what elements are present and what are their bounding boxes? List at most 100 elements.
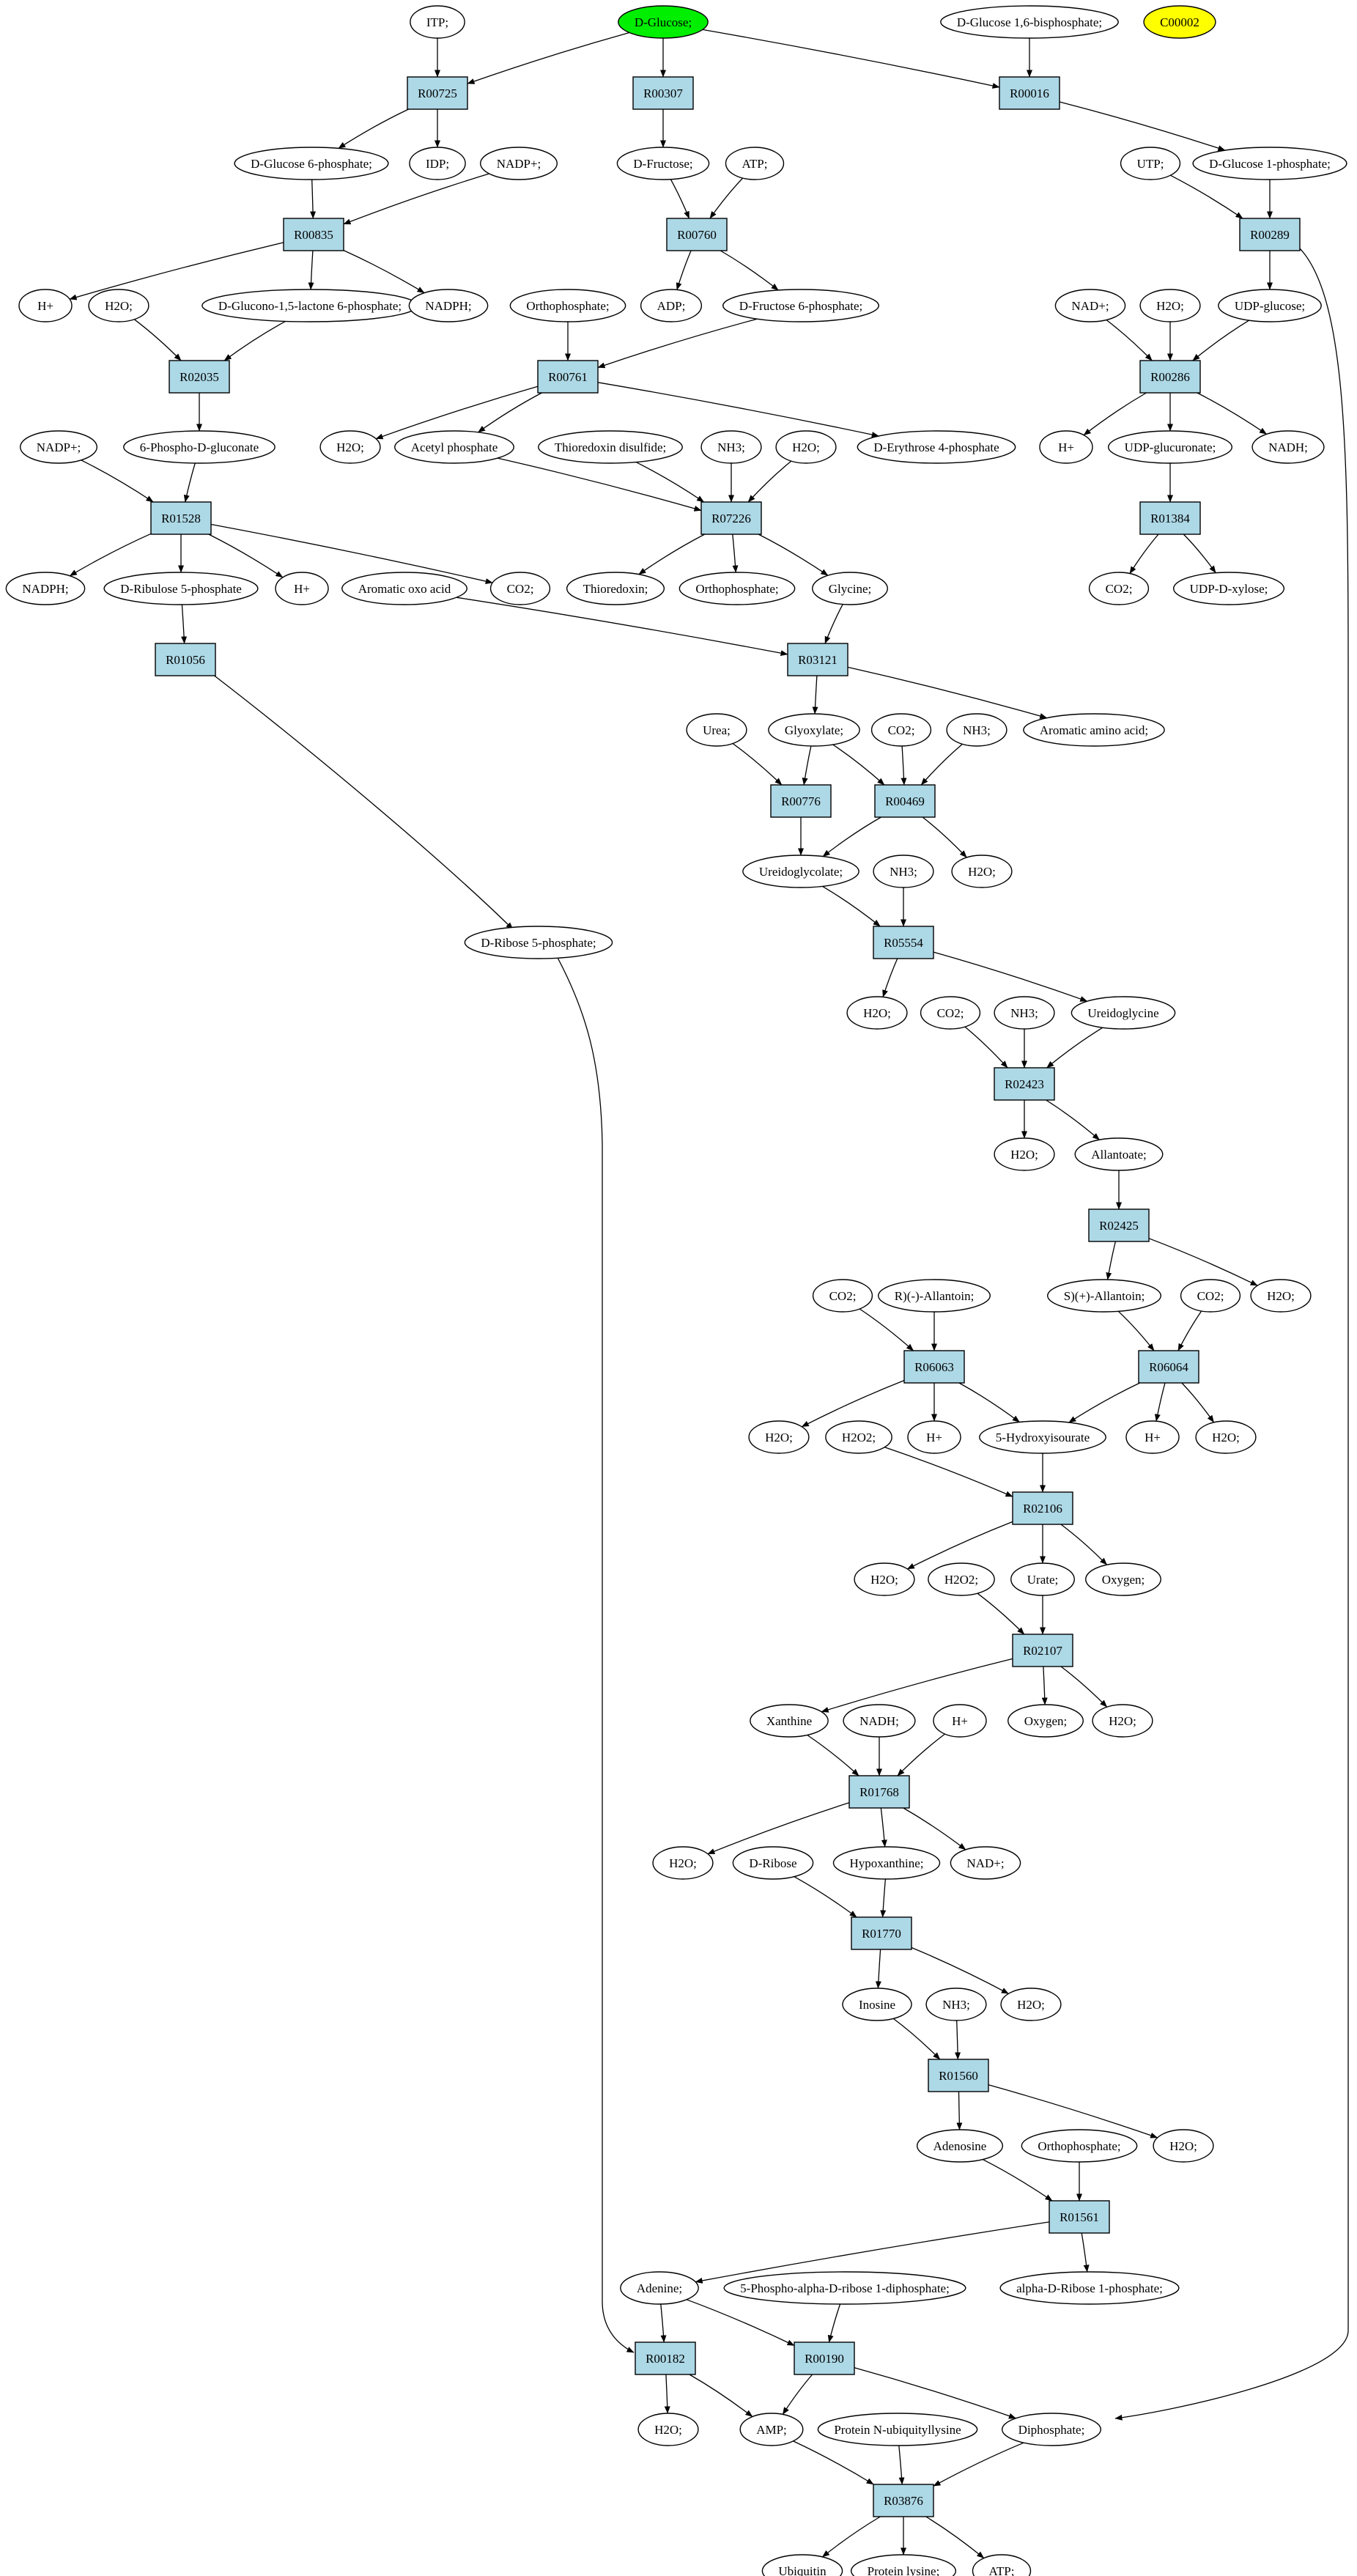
compound-node-c-diphosphate: Diphosphate; [1001, 2413, 1102, 2446]
compound-node-c-rallantoin: R)(-)-Allantoin; [878, 1279, 991, 1313]
node-label: R00016 [1010, 86, 1049, 100]
compound-ellipse [1023, 713, 1165, 747]
node-label: alpha-D-Ribose 1-phosphate; [1016, 2281, 1163, 2295]
reaction-node-r03876: R03876 [873, 2484, 934, 2517]
edge-c-nad1-to-r00286 [1106, 319, 1153, 361]
node-label: NAD+; [966, 1856, 1004, 1870]
node-label: Orthophosphate; [695, 582, 778, 596]
node-label: UDP-D-xylose; [1190, 582, 1268, 596]
node-label: R02423 [1005, 1077, 1044, 1091]
compound-ellipse [88, 289, 149, 322]
edge-r01560-to-c-adenosine [956, 2091, 963, 2130]
node-label: Urate; [1027, 1573, 1058, 1587]
node-label: R03121 [798, 653, 838, 667]
compound-ellipse [1092, 1704, 1153, 1738]
compound-ellipse [678, 572, 796, 605]
node-label: R00289 [1250, 228, 1290, 242]
node-label: H2O; [1212, 1431, 1240, 1444]
edge-c-glucose-to-r00725 [467, 32, 630, 84]
reaction-node-r01768: R01768 [848, 1775, 910, 1809]
compound-ellipse [873, 855, 934, 888]
node-label: CO2; [829, 1289, 857, 1303]
compound-ellipse [951, 855, 1013, 888]
edge-c-h2o2-2-to-r02107 [977, 1593, 1025, 1635]
compound-ellipse [479, 147, 558, 180]
compound-ellipse [538, 430, 683, 464]
compound-ellipse [319, 430, 381, 464]
edge-r01528-to-c-co2-1 [210, 523, 493, 584]
compound-node-c-adp: ADP; [640, 289, 703, 322]
reaction-node-r00760: R00760 [666, 218, 728, 251]
compound-node-c-h6: H+ [933, 1704, 987, 1738]
compound-node-c-h2o8: H2O; [1250, 1279, 1312, 1313]
reaction-box [994, 1067, 1055, 1101]
edge-r01561-to-c-adenine [695, 2221, 1050, 2284]
reaction-box [873, 2484, 934, 2517]
compound-node-c-co2-2: CO2; [1088, 572, 1150, 605]
reaction-box [1239, 218, 1301, 251]
edge-r01528-to-c-nadph2 [69, 533, 152, 577]
compound-ellipse [999, 2271, 1180, 2305]
compound-ellipse [722, 289, 879, 322]
node-label: C00002 [1160, 15, 1199, 29]
compound-node-c-h2o14: H2O; [1000, 1988, 1062, 2021]
compound-ellipse [652, 1846, 714, 1880]
compound-ellipse [928, 1562, 995, 1596]
compound-node-c-h2o15: H2O; [1153, 2129, 1214, 2163]
node-label: H2O; [863, 1006, 891, 1020]
edge-c-glyox-to-r00776 [802, 745, 812, 786]
compound-ellipse [994, 1137, 1055, 1171]
node-label: IDP; [426, 157, 449, 171]
compound-ellipse [566, 572, 665, 605]
compound-ellipse [1153, 2129, 1214, 2163]
compound-ellipse [464, 926, 613, 959]
node-label: CO2; [1197, 1289, 1224, 1303]
edge-c-aromoxo-to-r03121 [456, 597, 788, 657]
edge-r00760-to-c-f6p [720, 250, 779, 291]
compound-ellipse [1251, 430, 1325, 464]
edge-r06064-to-c-h5 [1154, 1382, 1166, 1422]
edge-c-protubq-to-r03876 [898, 2445, 905, 2485]
compound-node-c-co2-5: CO2; [812, 1279, 873, 1313]
compound-node-c-acetylp: Acetyl phosphate [394, 430, 514, 464]
node-label: 5-Phospho-alpha-D-ribose 1-diphosphate; [740, 2281, 950, 2295]
compound-ellipse [1125, 1420, 1180, 1454]
compound-node-c-hydroxyiso: 5-Hydroxyisourate [979, 1420, 1106, 1454]
reaction-box [1012, 1491, 1073, 1525]
compound-ellipse [933, 1704, 987, 1738]
reaction-node-r01056: R01056 [155, 643, 216, 676]
edge-r01768-to-c-nad2 [903, 1807, 966, 1850]
node-label: R)(-)-Allantoin; [895, 1289, 975, 1303]
compound-node-c-adenine: Adenine; [620, 2271, 699, 2305]
compound-node-c-thiodis: Thioredoxin disulfide; [538, 430, 683, 464]
compound-ellipse [812, 572, 888, 605]
edge-r02425-to-c-h2o8 [1148, 1238, 1258, 1286]
node-label: R00469 [885, 794, 925, 808]
compound-node-c-h5: H+ [1125, 1420, 1180, 1454]
compound-node-c-h2o9: H2O; [748, 1420, 810, 1454]
reaction-node-r06064: R06064 [1138, 1350, 1199, 1384]
reaction-box [700, 501, 762, 535]
compound-ellipse [854, 1562, 915, 1596]
edge-r01560-to-c-h2o15 [988, 2084, 1158, 2138]
node-label: R00835 [294, 228, 333, 242]
compound-ellipse [846, 996, 908, 1030]
compound-node-c-nh3-4: NH3; [994, 996, 1055, 1030]
edge-r00190-to-c-amp [782, 2374, 813, 2415]
edge-c-sallantoin-to-r06064 [1117, 1310, 1155, 1351]
compound-ellipse [1001, 2413, 1102, 2446]
reaction-node-r00190: R00190 [794, 2341, 855, 2375]
edge-c-f6p-to-r00761 [597, 318, 758, 369]
compound-node-c-h2o2-1: H2O2; [825, 1420, 892, 1454]
node-label: R03876 [884, 2494, 923, 2508]
compound-ellipse [732, 1846, 814, 1880]
node-label: Thioredoxin disulfide; [555, 440, 667, 454]
compound-node-c-h2o2: H2O; [1139, 289, 1201, 322]
node-label: H+ [37, 299, 53, 313]
compound-node-c-nh3-5: NH3; [925, 1988, 987, 2021]
compound-node-c-nh3-3: NH3; [873, 855, 934, 888]
node-label: S)(+)-Allantoin; [1064, 1289, 1145, 1303]
compound-ellipse [750, 1704, 829, 1738]
compound-node-c-udpxyl: UDP-D-xylose; [1172, 572, 1285, 605]
node-label: R00190 [805, 2352, 844, 2366]
